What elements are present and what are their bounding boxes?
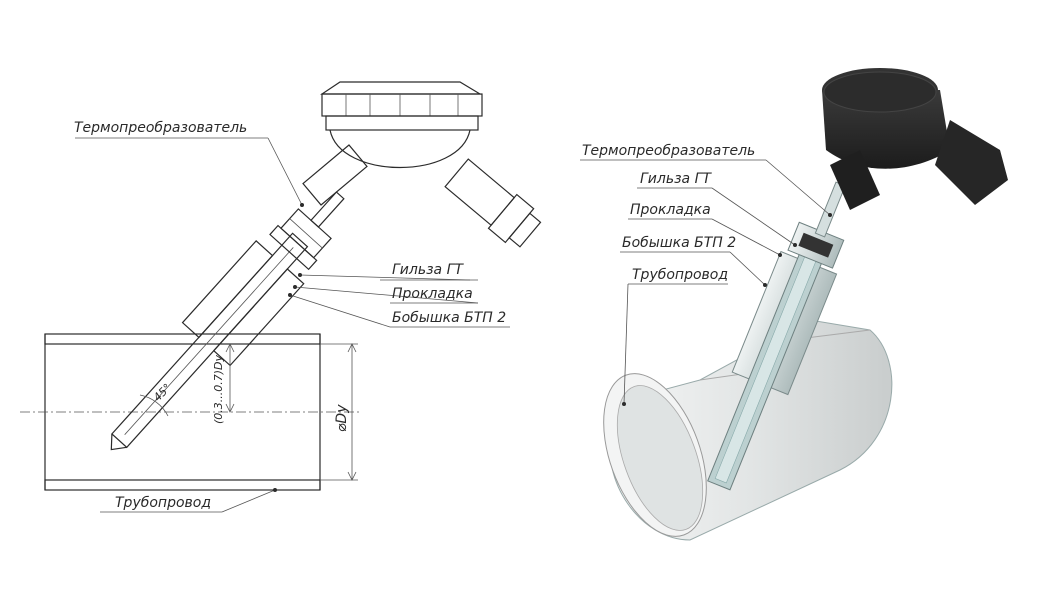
render-thermowell (707, 181, 846, 491)
technical-drawing: (0.3...0.7)Dy ⌀Dy 45° Термопреобразовате… (20, 81, 542, 513)
depth-dimension-label: (0.3...0.7)Dy (212, 354, 225, 424)
label-boss-left: Бобышка БТП 2 (392, 310, 506, 326)
label-thermo-right: Термопреобразователь (582, 143, 755, 159)
thermo-stem (310, 191, 345, 228)
label-pipe-right: Трубопровод (632, 267, 728, 283)
label-gasket-right: Прокладка (630, 202, 711, 218)
label-sleeve-right: Гильза ГТ (640, 171, 712, 187)
label-sleeve-left: Гильза ГТ (392, 262, 464, 278)
left-labels: Термопреобразователь Гильза ГТ Прокладка… (74, 120, 510, 513)
thermowell-assembly (110, 191, 345, 451)
right-labels: Термопреобразователь Гильза ГТ Прокладка… (580, 143, 832, 406)
diameter-dimension-label: ⌀Dy (334, 404, 350, 432)
render-head (822, 68, 1008, 210)
label-thermo-left: Термопреобразователь (74, 120, 247, 136)
label-boss-right: Бобышка БТП 2 (622, 235, 736, 251)
pipeline-section (20, 333, 360, 491)
label-pipe-left: Трубопровод (115, 495, 211, 511)
label-gasket-left: Прокладка (392, 286, 473, 302)
boss-wall-right (212, 268, 305, 367)
boss-wall-left (181, 240, 274, 339)
render-illustration: Термопреобразователь Гильза ГТ Прокладка… (580, 68, 1008, 541)
thermo-head-drawing (302, 81, 542, 248)
gasket-ring (269, 224, 318, 271)
